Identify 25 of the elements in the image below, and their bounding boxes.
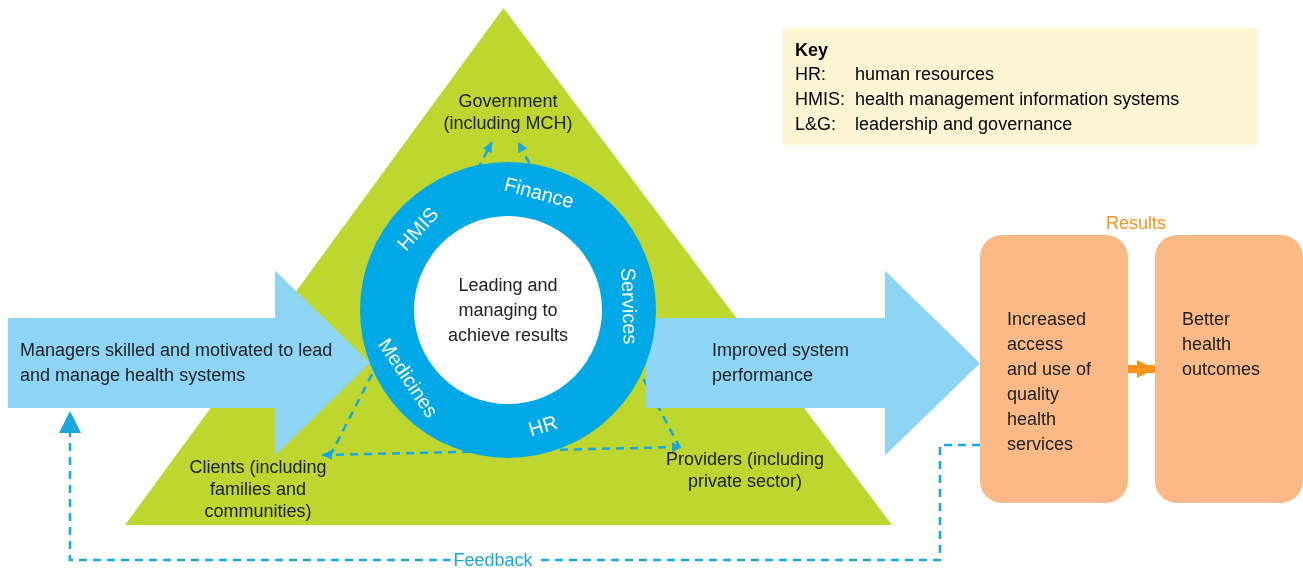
edge-label: Improved system performance [712,339,851,387]
ring [360,162,656,458]
stakeholder-label: Providers (including private sector) [655,448,835,523]
result-box: Better health outcomes [1155,235,1303,503]
definition: health management information systems [855,88,1180,111]
block-arrow [645,270,980,456]
center-text: Leading and managing to achieve results [443,255,573,365]
definition: human resources [855,63,995,86]
edge-label: Managers skilled and motivated to lead and manage health systems [20,339,334,387]
key-heading: Key [795,39,830,62]
arrow [1128,360,1155,378]
dashed-arrow [59,411,980,562]
ring-label: Finance [501,172,577,214]
abbreviation: L&G: [795,113,837,136]
ring-label: HR [526,410,561,441]
stakeholder-label: Clients (including families and communities) [160,456,356,531]
result-box: Increased access and use of quality health services [980,235,1128,503]
ring-label: Services [616,267,642,345]
section-heading: Results [1106,213,1167,234]
block-arrow [8,270,371,456]
abbreviation: HMIS: [795,88,845,111]
abbreviation: HR: [795,63,826,86]
definition: leadership and governance [855,113,1073,136]
stakeholder-label: Government (including MCH) [418,90,598,142]
dashed-arrow [322,442,683,460]
